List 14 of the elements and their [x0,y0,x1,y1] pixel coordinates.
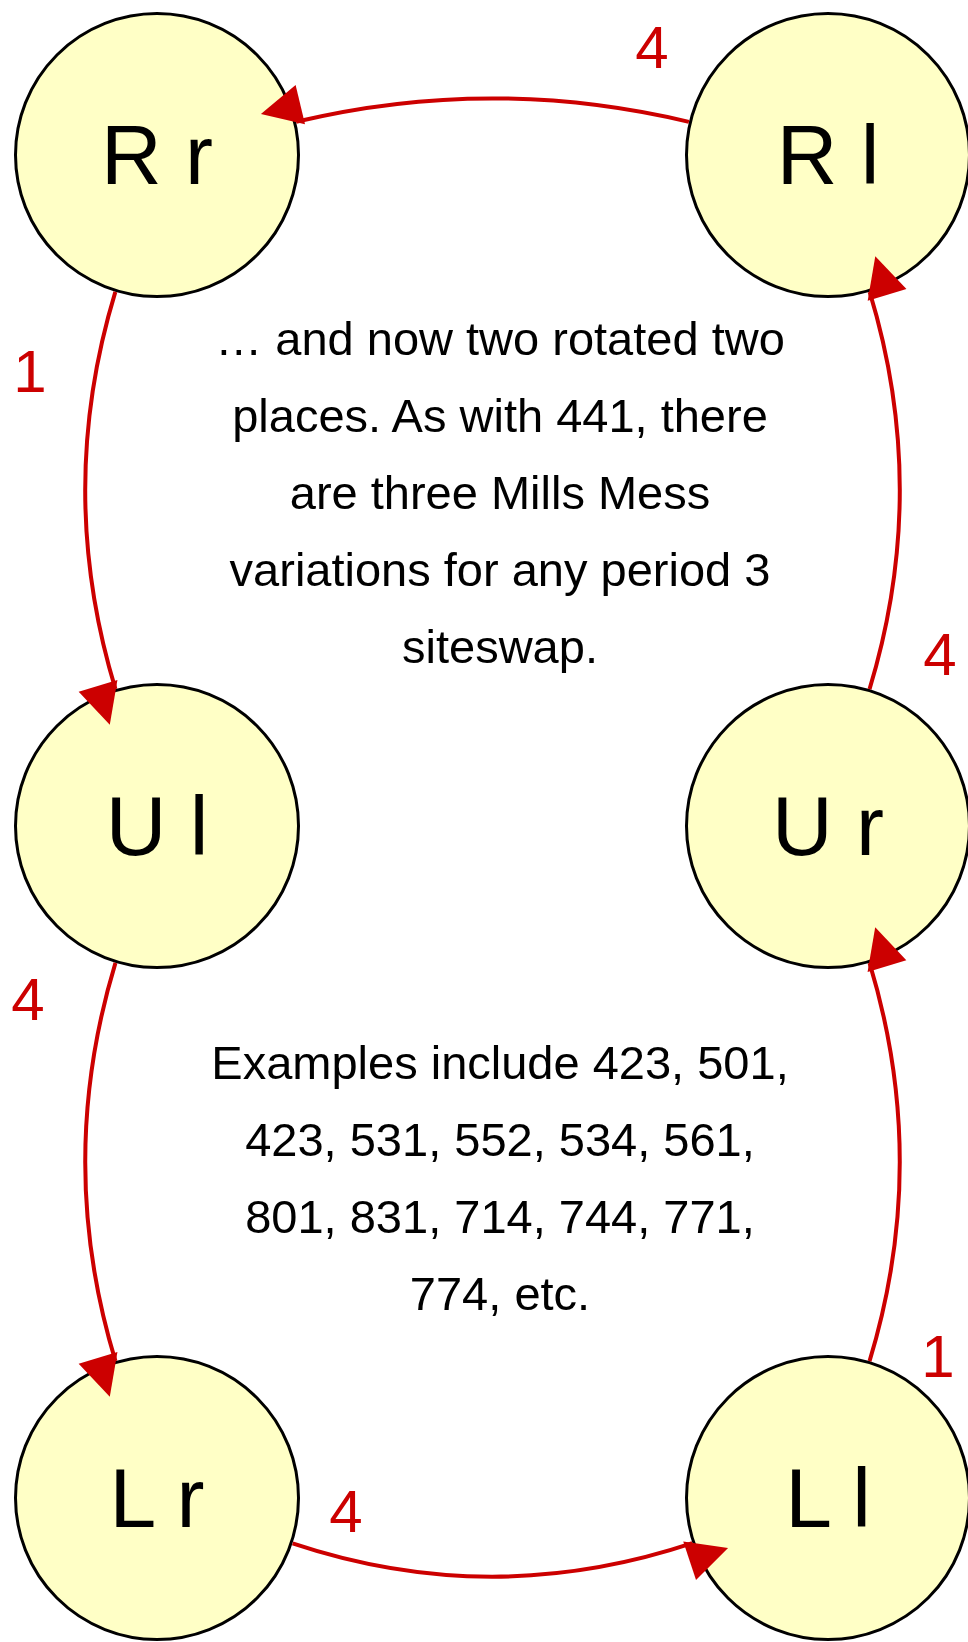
arrow [78,291,118,725]
note-text: … and now two rotated two places. As with 441, there are three Mills Mess variations for any period 3 siteswap. [214,310,786,675]
state-label: U l [105,784,209,868]
state-label: U r [772,784,884,868]
arrow [867,927,907,1362]
arrow [261,84,690,125]
note-text: Examples include 423, 501, 423, 531, 552, 534, 561, 801, 831, 714, 744, 771, 774, etc. [210,1035,790,1322]
state-label: L l [785,1456,871,1540]
arrow [292,1541,728,1580]
arrow [867,256,907,690]
state-label: L r [109,1456,205,1540]
arrow [78,962,118,1397]
state-label: R l [776,113,880,197]
state-label: R r [101,113,213,197]
